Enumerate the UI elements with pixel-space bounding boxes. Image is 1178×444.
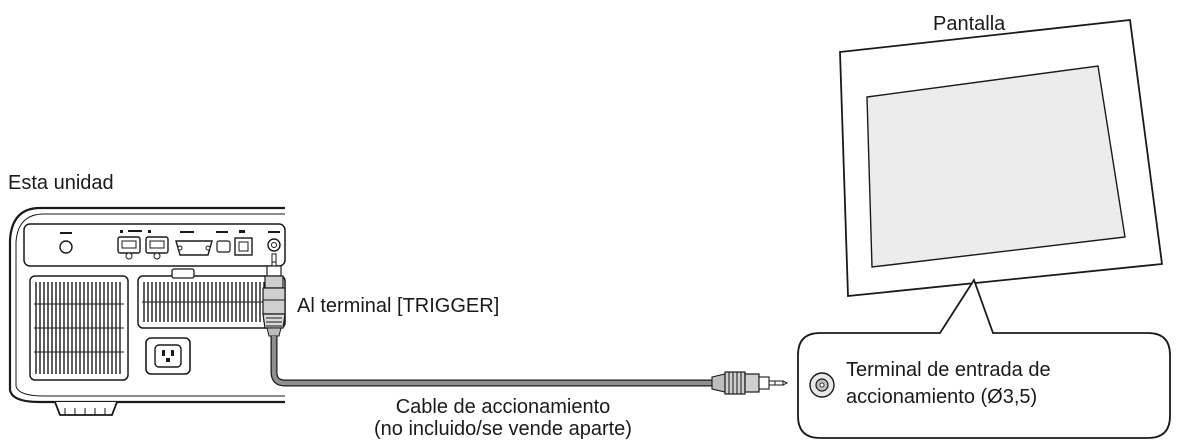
trigger-plug bbox=[262, 253, 286, 337]
screen bbox=[839, 19, 1164, 297]
screen-label: Pantalla bbox=[933, 13, 1006, 35]
cable-label-line1: Cable de accionamiento bbox=[395, 396, 611, 418]
left-vent-slats bbox=[34, 282, 124, 374]
trigger-terminal-label: Al terminal [TRIGGER] bbox=[297, 295, 500, 317]
screen-plug bbox=[711, 371, 789, 395]
input-terminal-label-line1: Terminal de entrada de bbox=[846, 359, 1051, 381]
unit-label: Esta unidad bbox=[8, 172, 114, 194]
input-terminal-label: Terminal de entrada de accionamiento (Ø3… bbox=[846, 357, 1051, 410]
cable-label: Cable de accionamiento (no incluido/se v… bbox=[353, 394, 653, 442]
trigger-cable bbox=[270, 336, 715, 387]
input-terminal-label-line2: accionamiento (Ø3,5) bbox=[846, 386, 1038, 408]
callout-bubble bbox=[797, 277, 1171, 439]
cable-label-line2: (no incluido/se vende aparte) bbox=[374, 418, 632, 440]
